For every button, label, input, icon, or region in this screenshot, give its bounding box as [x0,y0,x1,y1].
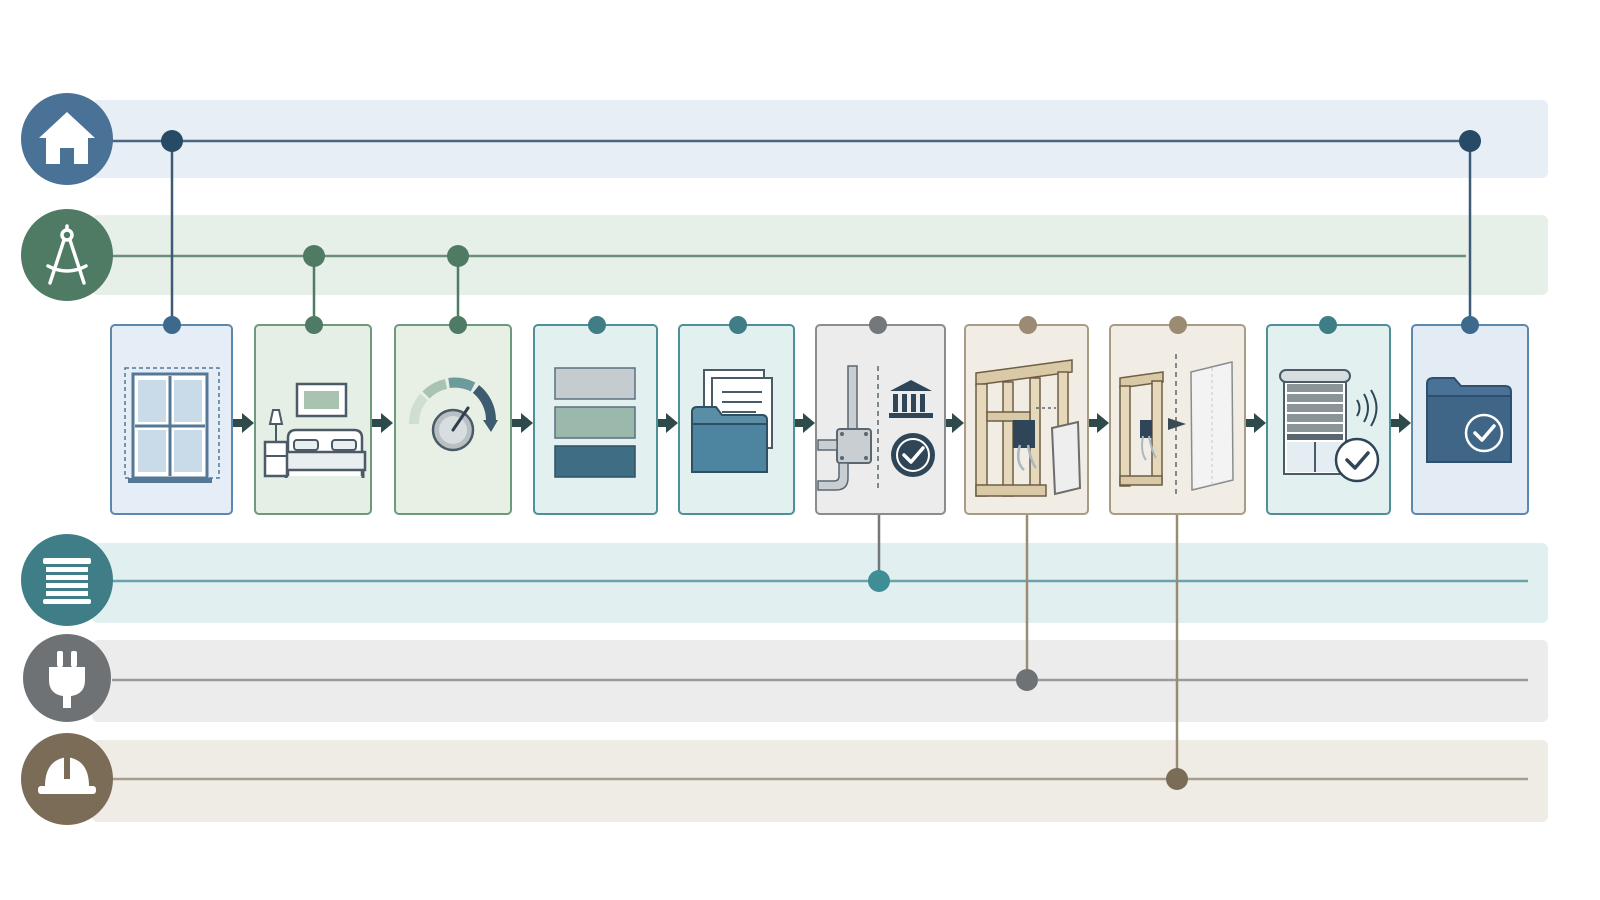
folder-documents-icon [691,369,773,473]
step-measure-window [110,324,233,515]
wall-framing-wiring-icon [975,359,1082,497]
window-measure-icon [124,367,220,483]
lane-icon-electrician [23,634,111,722]
lane-band-window-treatment [92,543,1548,623]
step-wall-wiring [964,324,1089,515]
flow-arrow [946,413,964,433]
step-node [1169,316,1187,334]
lane-node [303,245,325,267]
flow-arrow [1246,413,1266,433]
stacked-options-icon [554,367,636,478]
lane-node [161,130,183,152]
lane-band-homeowner [92,100,1548,178]
step-handover [1411,324,1529,515]
approval-check-badge-icon [891,433,935,477]
step-node [869,316,887,334]
house-icon [39,112,95,164]
lane-icon-designer [21,209,113,301]
flow-arrow [372,413,393,433]
step-node [1461,316,1479,334]
lane-icon-contractor [21,733,113,825]
step-permit-approval [815,324,946,515]
flow-arrow [512,413,533,433]
flow-arrow [233,413,254,433]
framing-drywall-icon [1119,354,1234,494]
step-documentation [678,324,795,515]
step-node [449,316,467,334]
step-node [588,316,606,334]
step-node [729,316,747,334]
step-drywall-close [1109,324,1246,515]
step-node [305,316,323,334]
lane-band-contractor [92,740,1548,822]
lane-node [1166,768,1188,790]
lane-icon-homeowner [21,93,113,185]
drafting-compass-icon [46,224,88,285]
lane-icon-window-treatment [21,534,113,626]
dial-gauge-icon [409,377,498,452]
window-blind-icon [43,558,91,604]
lane-node [1459,130,1481,152]
step-light-control [394,324,512,515]
step-install-shade [1266,324,1391,515]
step-node [163,316,181,334]
motorized-shade-check-icon [1279,369,1380,483]
bedroom-icon [263,382,367,478]
lane-node [447,245,469,267]
bank-building-icon [889,380,933,418]
lane-node [868,570,890,592]
step-node [1019,316,1037,334]
lane-node [1016,669,1038,691]
flow-arrow [658,413,678,433]
step-bedroom-layout [254,324,372,515]
flow-arrow [795,413,815,433]
flow-arrow [1089,413,1109,433]
conduit-permit-icon [817,365,935,491]
flow-arrow [1391,413,1411,433]
flow-arrows [233,413,1411,433]
step-node [1319,316,1337,334]
electric-plug-icon [49,651,85,708]
hard-hat-icon [38,757,96,794]
step-option-selection [533,324,658,515]
folder-check-icon [1426,377,1512,463]
